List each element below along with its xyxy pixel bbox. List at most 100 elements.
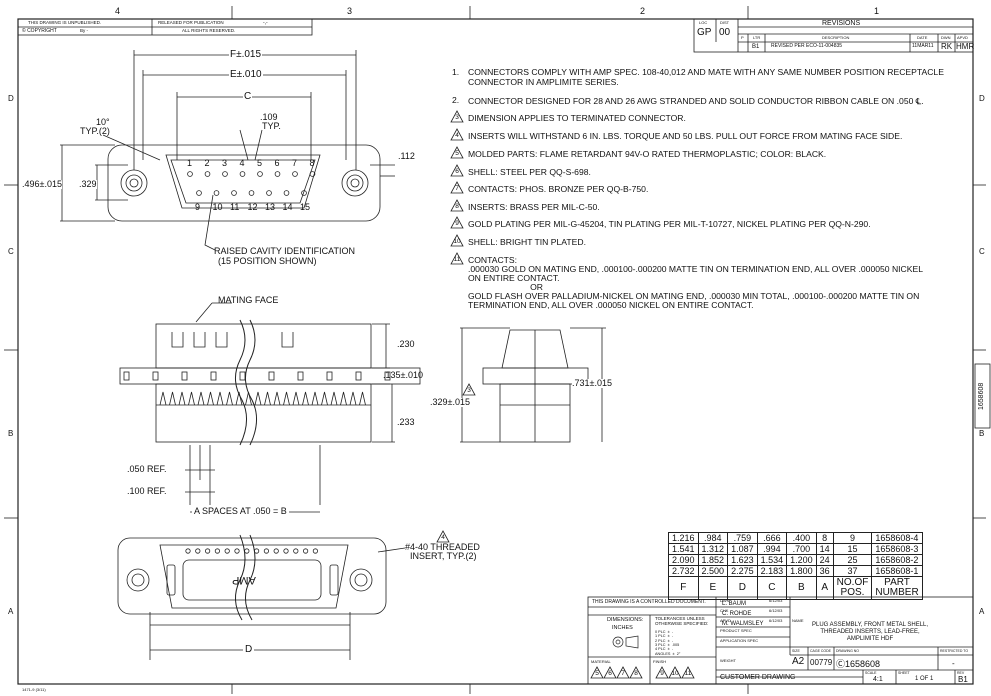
part-table-cell: 9: [832, 532, 873, 544]
part-table-cell: 8: [815, 532, 834, 544]
rev-col-date: DATE: [917, 35, 928, 40]
pin-label-14: 14: [282, 202, 293, 212]
mating-slot: [281, 332, 294, 348]
contact-tooth: [283, 391, 290, 406]
rev-dwn: RK: [941, 42, 953, 51]
part-table-cell: .700: [786, 543, 817, 555]
contact-tooth: [264, 391, 271, 406]
note-5-flag: 5: [450, 146, 464, 159]
dimensions-label: DIMENSIONS:: [607, 617, 644, 623]
rev-dist: 00: [719, 27, 731, 38]
note-6-text: SHELL: STEEL PER QQ-S-698.: [468, 167, 591, 177]
pin-3: [222, 171, 228, 177]
pin-label-11: 11: [230, 202, 240, 212]
rev-col-ltr: LTR: [753, 35, 761, 40]
shell-tab: [239, 371, 246, 381]
mating-slot: [171, 332, 184, 348]
pin-7: [292, 171, 298, 177]
tolerance-place: 3 PLC ± .005: [655, 642, 680, 647]
part-table-cell: 1658608-3: [871, 543, 923, 555]
pin-label-12: 12: [247, 202, 258, 212]
part-table-cell: 1.200: [786, 554, 817, 566]
shell-tab: [297, 371, 304, 381]
rev-col-p: P: [741, 35, 744, 40]
copyright-note: © COPYRIGHT: [22, 28, 57, 34]
top-view: [60, 50, 395, 251]
dim-pitch: .109: [260, 112, 278, 122]
part-table-cell: 1658608-2: [871, 554, 923, 566]
tolerance-place: ANGLES ± 2°: [655, 651, 681, 656]
zone-row-a-right: A: [979, 607, 985, 616]
side-view: [460, 327, 606, 443]
part-table-header-cell: F: [668, 576, 699, 600]
raised-cavity-label: RAISED CAVITY IDENTIFICATION: [214, 246, 356, 256]
contact-tooth: [216, 391, 224, 406]
pin-label-5: 5: [257, 158, 263, 168]
zone-row-d-right: D: [979, 94, 985, 103]
part-table-cell: .400: [786, 532, 817, 544]
pin-13: [266, 190, 272, 196]
part-table-cell: 1.541: [668, 543, 699, 555]
zone-row-c-right: C: [979, 247, 985, 256]
part-table-cell: 1.216: [668, 532, 699, 544]
projection-symbol: [610, 634, 640, 655]
rev-value: B1: [958, 675, 968, 684]
contact-tooth: [321, 391, 328, 406]
apvd-label: APVD: [720, 618, 731, 623]
part-table-header-cell: E: [697, 576, 729, 600]
note-2-number: 2.: [452, 95, 460, 105]
cage-code: 00779: [810, 658, 833, 667]
zone-col-3: 3: [347, 6, 353, 16]
rev-apvd: HMR: [956, 42, 975, 51]
note-flag-8: 8: [629, 666, 643, 679]
part-table-cell: 14: [815, 543, 834, 555]
contact-tooth: [197, 391, 205, 406]
contact-hole: [205, 548, 211, 554]
dim-e: E±.010: [229, 69, 263, 80]
revisions-box: [693, 18, 974, 53]
rev-loc: GP: [697, 27, 712, 38]
tolerance-place: 2 PLC ± -: [655, 638, 674, 643]
pin-label-15: 15: [300, 202, 311, 212]
contact-tooth: [207, 391, 214, 406]
note-10-flag: 10: [450, 234, 464, 247]
zone-row-a-left: A: [8, 607, 14, 616]
rev-col-dwn: DWN: [941, 35, 951, 40]
dwn-date: 6/12/03: [769, 598, 783, 603]
pin-label-7: 7: [292, 158, 298, 168]
name-label: NAME: [792, 618, 804, 623]
application-spec-label: APPLICATION SPEC: [720, 638, 759, 643]
shell-tab: [268, 371, 275, 381]
cage-label: CAGE CODE: [810, 649, 832, 653]
note-7-text: CONTACTS: PHOS. BRONZE PER QQ-B-750.: [468, 184, 649, 194]
note-9-text: GOLD PLATING PER MIL-G-45204, TIN PLATIN…: [468, 219, 871, 229]
pin-14: [283, 190, 290, 196]
dwn-name: L. BAUM: [722, 601, 747, 607]
note-flag-10: 10: [668, 666, 682, 679]
part-table-cell: .666: [756, 532, 788, 544]
note-5-text: MOLDED PARTS: FLAME RETARDANT 94V-O RATE…: [468, 149, 827, 159]
note-10-text: SHELL: BRIGHT TIN PLATED.: [468, 237, 586, 247]
contact-tooth: [311, 391, 319, 406]
inches-label: INCHES: [612, 625, 633, 631]
revisions-title: REVISIONS: [822, 20, 861, 27]
pin-1: [187, 171, 193, 177]
note-flag-5: 5: [590, 666, 604, 679]
part-table-cell: .994: [756, 543, 788, 555]
note-flag-9: 9: [655, 666, 669, 679]
part-table-cell: 2.275: [727, 565, 758, 577]
pin-label-6: 6: [274, 158, 280, 168]
contact-tooth: [349, 391, 357, 406]
product-spec-label: PRODUCT SPEC: [720, 628, 752, 633]
dim-230: .230: [397, 339, 415, 349]
dim-pitch-typ: TYP.: [262, 121, 281, 131]
part-table-cell: 1658608-4: [871, 532, 923, 544]
part-table-cell: 2.090: [668, 554, 699, 566]
pin-5: [257, 171, 263, 177]
dim-angle-typ: TYP.(2): [80, 126, 110, 136]
mating-slot: [215, 332, 228, 348]
contact-tooth: [302, 391, 309, 406]
